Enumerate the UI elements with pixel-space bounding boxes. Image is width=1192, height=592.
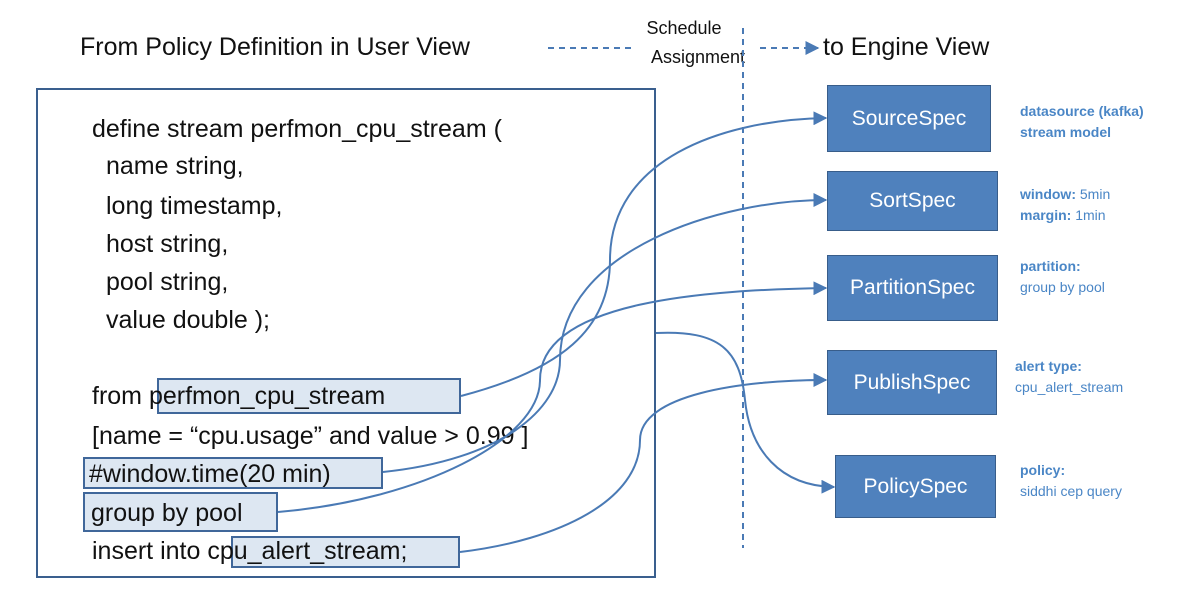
highlight-group-by bbox=[83, 492, 278, 532]
code-line-filter: [name = “cpu.usage” and value > 0.99 ] bbox=[92, 422, 529, 450]
schedule-label-line1: Schedule bbox=[646, 18, 722, 38]
insert-keyword: insert into bbox=[92, 537, 208, 565]
code-line-timestamp: long timestamp, bbox=[106, 192, 283, 220]
from-keyword: from bbox=[92, 382, 149, 410]
code-line-define: define stream perfmon_cpu_stream ( bbox=[92, 115, 502, 143]
publish-spec-note: alert type: cpu_alert_stream bbox=[1015, 356, 1123, 398]
engine-view-title: to Engine View bbox=[823, 33, 990, 61]
schedule-label-line2: Assignment bbox=[650, 47, 746, 67]
code-line-host: host string, bbox=[106, 230, 229, 258]
connector-publish bbox=[459, 373, 828, 553]
code-line-value: value double ); bbox=[106, 306, 271, 334]
connector-sort bbox=[382, 193, 828, 473]
connector-partition bbox=[277, 281, 828, 513]
sort-note-key2: margin: bbox=[1020, 207, 1072, 223]
insert-stream-name: cpu_alert_stream; bbox=[207, 537, 408, 565]
partition-note-key: partition: bbox=[1020, 258, 1081, 274]
user-view-title: From Policy Definition in User View bbox=[80, 33, 470, 61]
connector-source bbox=[460, 111, 828, 397]
source-note-key: datasource (kafka) bbox=[1020, 103, 1144, 119]
publish-note-val: cpu_alert_stream bbox=[1015, 379, 1124, 395]
code-line-name: name string, bbox=[106, 152, 244, 180]
code-line-group: group by pool bbox=[91, 499, 243, 527]
sort-spec-note: window: 5min margin: 1min bbox=[1020, 184, 1110, 226]
code-line-insert: insert into cpu_alert_stream; bbox=[92, 536, 407, 566]
partition-spec-box: PartitionSpec bbox=[827, 255, 998, 321]
code-line-window: #window.time(20 min) bbox=[89, 460, 331, 488]
code-line-pool: pool string, bbox=[106, 268, 229, 296]
highlight-window bbox=[83, 457, 383, 489]
policy-spec-box: PolicySpec bbox=[835, 455, 996, 518]
sort-note-key: window: bbox=[1020, 186, 1076, 202]
source-note-val: stream model bbox=[1020, 124, 1112, 140]
highlight-insert-stream bbox=[231, 536, 460, 568]
policy-note-val: siddhi cep query bbox=[1020, 483, 1122, 499]
sort-note-val2: 1min bbox=[1071, 207, 1106, 223]
schedule-assignment-label-2: Assignment bbox=[640, 45, 756, 69]
policy-note-key: policy: bbox=[1020, 462, 1066, 478]
policy-definition-box bbox=[36, 88, 656, 578]
connector-policy bbox=[655, 331, 836, 494]
source-spec-box: SourceSpec bbox=[827, 85, 991, 152]
partition-note-val: group by pool bbox=[1020, 279, 1105, 295]
sort-note-val: 5min bbox=[1076, 186, 1111, 202]
highlight-from-stream bbox=[157, 378, 461, 414]
schedule-assignment-label: Schedule bbox=[636, 16, 732, 40]
code-line-from: from perfmon_cpu_stream bbox=[92, 381, 385, 411]
publish-spec-box: PublishSpec bbox=[827, 350, 997, 415]
partition-spec-note: partition: group by pool bbox=[1020, 256, 1105, 298]
publish-note-key: alert type: bbox=[1015, 358, 1082, 374]
policy-spec-note: policy: siddhi cep query bbox=[1020, 460, 1122, 502]
source-spec-note: datasource (kafka) stream model bbox=[1020, 101, 1144, 143]
sort-spec-box: SortSpec bbox=[827, 171, 998, 231]
from-stream-name: perfmon_cpu_stream bbox=[148, 382, 386, 410]
